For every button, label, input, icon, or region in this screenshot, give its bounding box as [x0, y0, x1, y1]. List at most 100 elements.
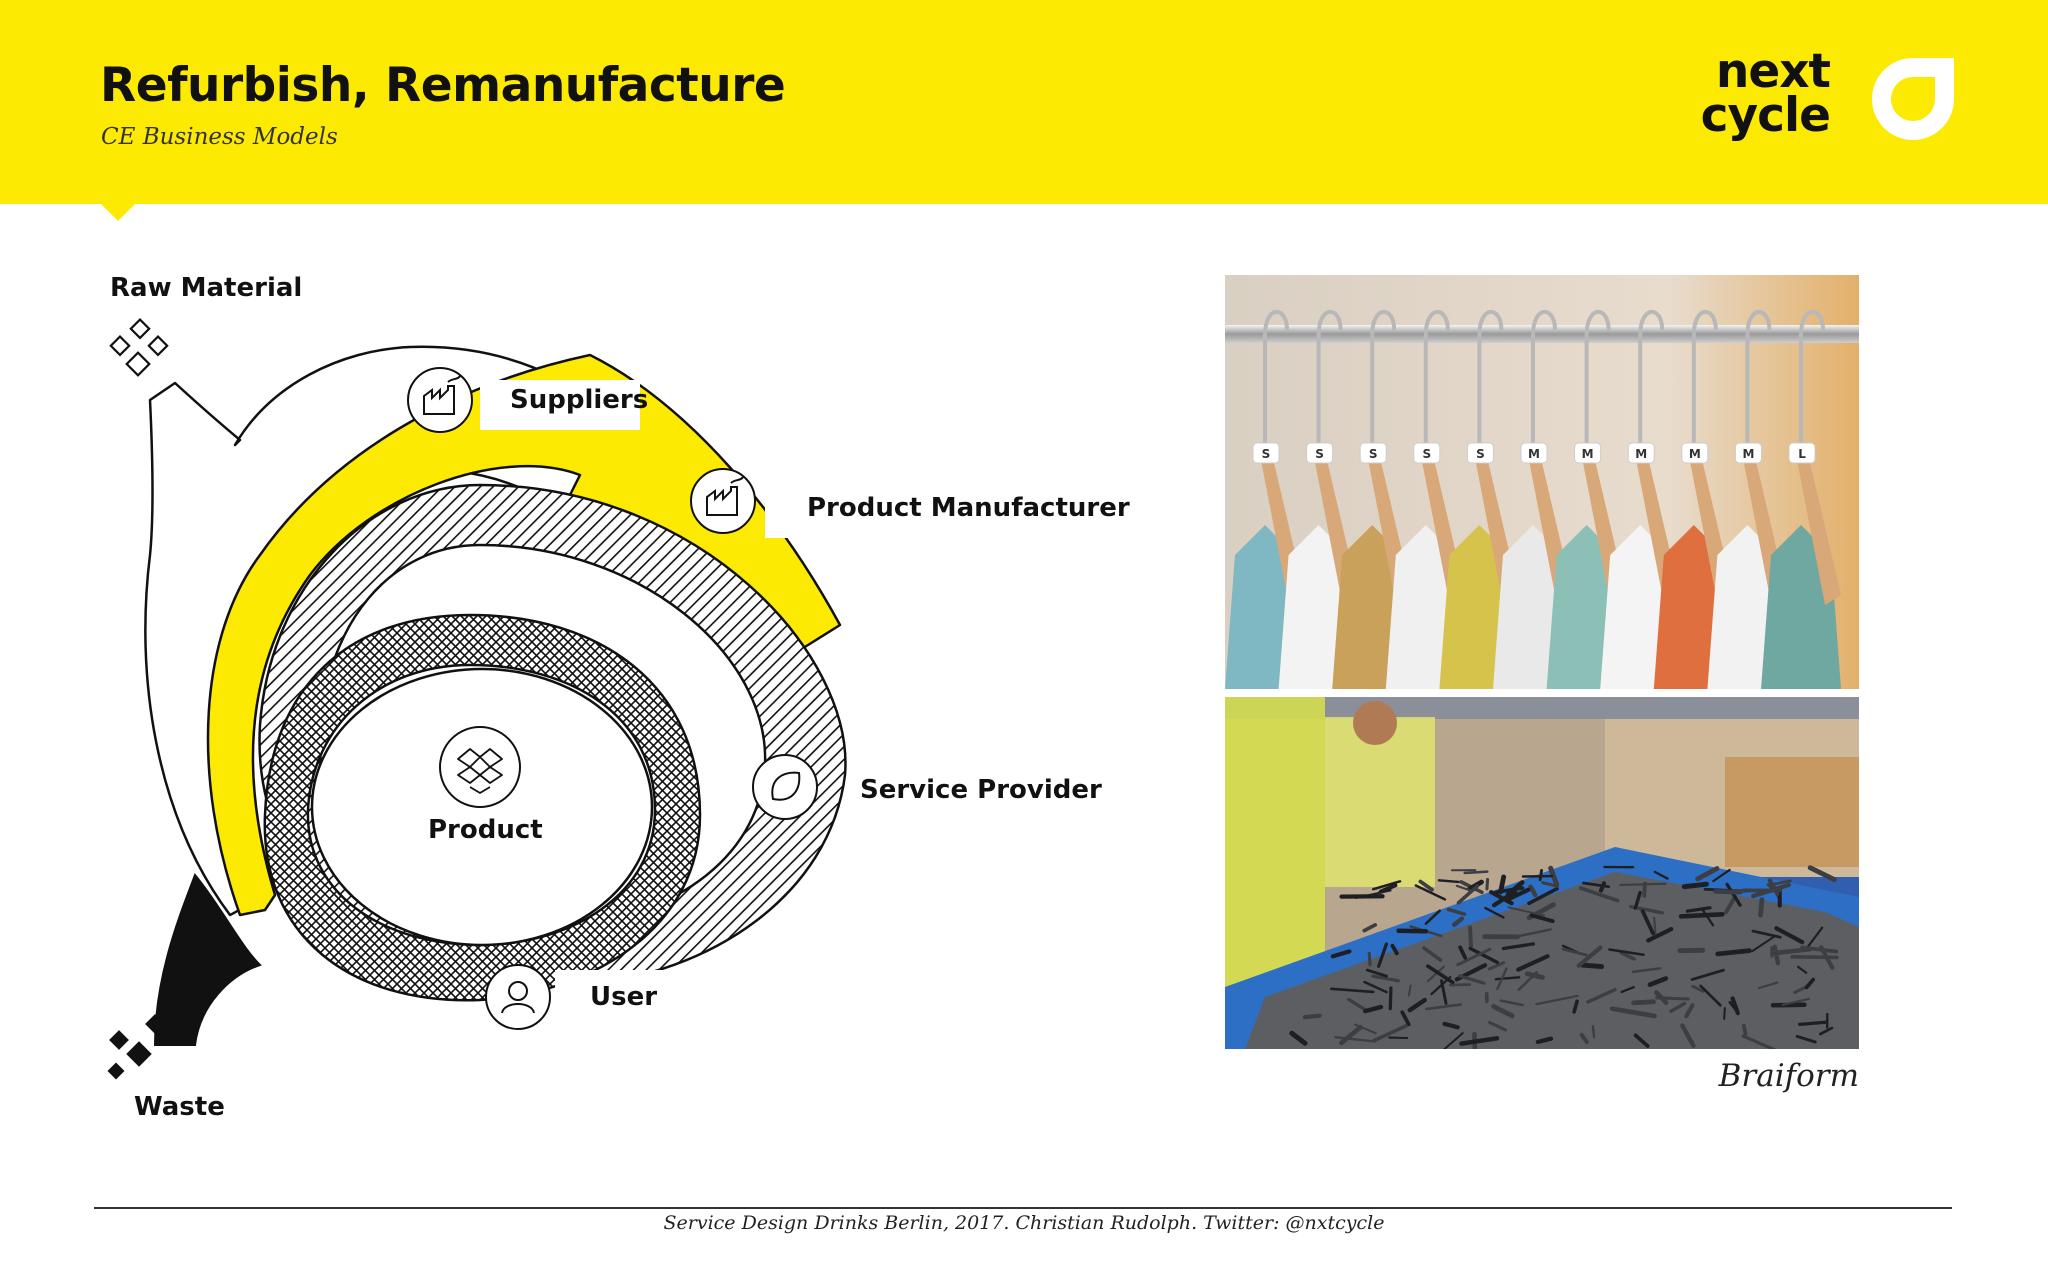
scrap-hanger-piece	[1367, 951, 1372, 967]
manufacturer-factory-icon	[690, 468, 756, 534]
label-product-manufacturer: Product Manufacturer	[807, 493, 1130, 523]
scrap-hanger-piece	[1362, 1004, 1384, 1014]
scrap-hanger-piece	[1725, 882, 1742, 907]
scrap-hanger-piece	[1363, 980, 1388, 994]
scrap-hanger-piece	[1446, 907, 1467, 916]
size-tag	[1734, 442, 1762, 464]
scrap-hanger-piece	[1741, 1023, 1748, 1036]
scrap-hanger-piece	[1378, 883, 1398, 894]
scrap-hanger-piece	[1418, 879, 1434, 892]
scrap-hanger-piece	[1407, 984, 1412, 997]
scrap-hanger-piece	[1458, 945, 1467, 960]
size-tag	[1359, 442, 1387, 464]
scrap-hanger-piece	[1365, 968, 1388, 978]
scrap-hanger-piece	[1527, 886, 1559, 906]
scrap-hanger-piece	[1488, 890, 1514, 906]
size-tag	[1574, 442, 1602, 464]
footer-credit: Service Design Drinks Berlin, 2017. Chri…	[663, 1212, 1385, 1234]
raw-material-icon	[109, 317, 169, 377]
scrap-hanger-piece	[1488, 1020, 1507, 1032]
scrap-hanger-piece	[1640, 909, 1655, 936]
manufacturer-plate	[765, 482, 865, 538]
suppliers-plate	[480, 380, 640, 430]
hanger-hook	[1745, 309, 1772, 445]
hanger-hook	[1316, 309, 1343, 445]
scrap-hanger-piece	[1330, 949, 1352, 959]
scrap-hanger-piece	[1524, 971, 1545, 980]
scrap-hanger-piece	[1790, 955, 1839, 960]
hanger-hook	[1477, 309, 1504, 445]
scrap-hanger-piece	[1715, 948, 1752, 957]
scrap-hanger-piece	[1347, 997, 1368, 1012]
scrap-hanger-piece	[1774, 926, 1805, 945]
size-tag	[1788, 442, 1816, 464]
scrap-hanger-piece	[1463, 870, 1489, 875]
scrap-hanger-piece	[1608, 948, 1645, 956]
product-box-icon	[439, 726, 521, 808]
scrap-hanger-piece	[1529, 913, 1555, 924]
scrap-hanger-piece	[1390, 943, 1399, 956]
scrap-hanger-piece	[1576, 945, 1603, 968]
label-suppliers: Suppliers	[510, 385, 649, 415]
manufacturer-arrow	[206, 353, 842, 917]
scrap-hanger-piece	[1633, 1033, 1650, 1048]
hanger-hook	[1584, 309, 1611, 445]
service-leaf-icon	[752, 754, 818, 820]
scrap-hanger-piece	[1796, 965, 1808, 974]
scrap-hanger-piece	[1455, 884, 1473, 892]
size-tag-label: S	[1422, 447, 1431, 461]
scrap-hanger-piece	[1684, 1003, 1695, 1019]
label-service-provider: Service Provider	[860, 775, 1102, 805]
scrap-hanger-piece	[1496, 967, 1508, 991]
size-tag-label: S	[1315, 447, 1324, 461]
waste-flow	[153, 873, 262, 1046]
scrap-hanger-piece	[1498, 874, 1507, 895]
scrap-hanger-piece	[1758, 897, 1765, 918]
scrap-hanger-piece	[1517, 928, 1552, 938]
scrap-hanger-piece	[1609, 1006, 1657, 1019]
photo-sorting-conveyor	[1225, 697, 1859, 1049]
scrap-hanger-piece	[1362, 923, 1378, 933]
scrap-hanger-piece	[1579, 962, 1605, 970]
scrap-hanger-piece	[1800, 945, 1839, 954]
scrap-hanger-piece	[1723, 1007, 1726, 1020]
scrap-hanger-piece	[1631, 999, 1656, 1006]
size-tag-label: M	[1635, 447, 1647, 461]
size-tag	[1627, 442, 1655, 464]
scrap-hanger-piece	[1631, 967, 1662, 974]
logo-line-cycle: cycle	[1700, 88, 1831, 143]
scrap-hanger-piece	[1712, 868, 1731, 883]
scrap-hanger-piece	[1468, 946, 1499, 965]
logo-line-next: next	[1715, 44, 1831, 99]
scrap-hanger-piece	[1751, 929, 1782, 939]
scrap-hanger-piece	[1633, 890, 1642, 910]
label-waste: Waste	[134, 1092, 225, 1122]
scrap-hanger-piece	[1699, 984, 1722, 1007]
scrap-hanger-piece	[1691, 984, 1705, 993]
scrap-hanger-piece	[1548, 865, 1560, 887]
size-tag	[1306, 442, 1334, 464]
scrap-hanger-piece	[1334, 1036, 1377, 1043]
hanger-hook	[1531, 309, 1558, 445]
scrap-hanger-piece	[1798, 1020, 1828, 1027]
header-band	[0, 0, 2048, 204]
scrap-hanger-piece	[1456, 947, 1492, 967]
scrap-hanger-piece	[1487, 961, 1506, 971]
scrap-hanger-piece	[1507, 906, 1546, 917]
scrap-hanger-piece	[1407, 997, 1427, 1013]
scrap-hanger-piece	[1456, 884, 1480, 905]
size-tag-label: M	[1689, 447, 1701, 461]
footer-rule	[94, 1207, 1952, 1209]
size-tag	[1681, 442, 1709, 464]
scrap-hanger-piece	[1579, 1032, 1589, 1045]
image-caption: Braiform	[1718, 1058, 1859, 1094]
scrap-hanger-piece	[1620, 985, 1635, 994]
scrap-hanger-piece	[1330, 987, 1375, 994]
scrap-hanger-piece	[1388, 986, 1393, 1011]
scrap-hanger-piece	[1751, 935, 1776, 953]
scrap-hanger-piece	[1642, 881, 1647, 898]
scrap-hanger-piece	[1724, 894, 1737, 915]
scrap-hanger-piece	[1572, 999, 1579, 1014]
label-user: User	[590, 982, 658, 1012]
